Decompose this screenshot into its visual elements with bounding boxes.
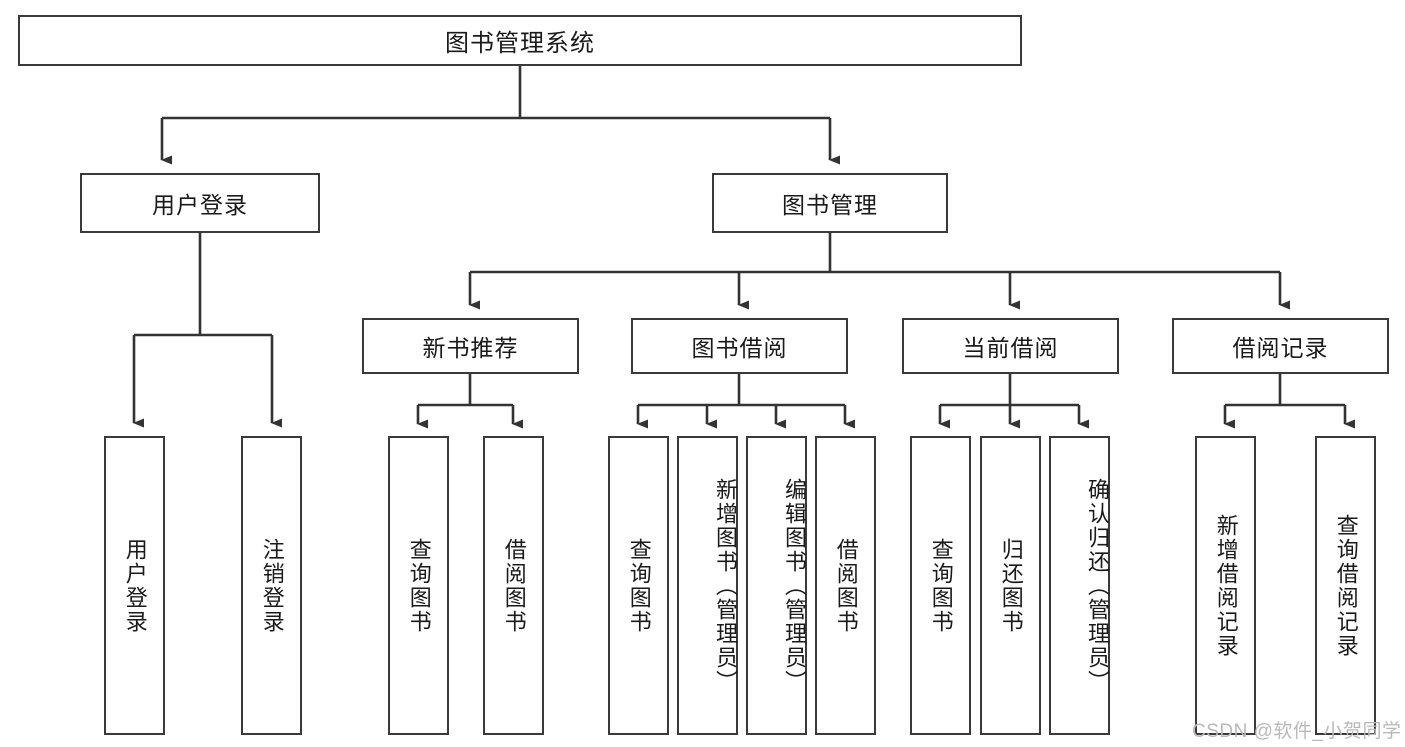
node-label: 借阅图书 <box>501 537 527 634</box>
leaf-record-query-record[interactable]: 查询借阅记录 <box>1315 436 1376 735</box>
node-label: 图书管理系统 <box>445 30 595 57</box>
node-label: 编辑图书（管理员） <box>782 477 807 694</box>
node-label: 查询借阅记录 <box>1333 513 1359 658</box>
node-user-login[interactable]: 用户登录 <box>80 173 320 233</box>
node-label: 借阅图书 <box>833 537 859 634</box>
leaf-borrow-query-book[interactable]: 查询图书 <box>608 436 669 735</box>
leaf-borrow-borrow-book[interactable]: 借阅图书 <box>815 436 876 735</box>
node-label: 查询图书 <box>928 537 954 634</box>
leaf-recommend-query-book[interactable]: 查询图书 <box>388 436 449 735</box>
node-label: 查询图书 <box>406 537 432 634</box>
node-label: 确认归还（管理员） <box>1085 477 1110 694</box>
leaf-user-logout[interactable]: 注销登录 <box>241 436 302 735</box>
node-label: 注销登录 <box>259 537 285 634</box>
leaf-current-query-book[interactable]: 查询图书 <box>910 436 971 735</box>
node-new-book-recommend[interactable]: 新书推荐 <box>362 318 579 374</box>
leaf-current-confirm-return[interactable]: 确认归还（管理员） <box>1049 436 1110 735</box>
node-root-system[interactable]: 图书管理系统 <box>18 15 1022 66</box>
leaf-borrow-add-book[interactable]: 新增图书（管理员） <box>677 436 738 735</box>
leaf-borrow-edit-book[interactable]: 编辑图书（管理员） <box>746 436 807 735</box>
node-label: 新书推荐 <box>422 335 519 361</box>
node-book-borrow[interactable]: 图书借阅 <box>631 318 848 374</box>
node-label: 查询图书 <box>626 537 652 634</box>
node-book-management[interactable]: 图书管理 <box>712 173 948 233</box>
node-label: 图书借阅 <box>691 335 788 361</box>
leaf-current-return-book[interactable]: 归还图书 <box>980 436 1041 735</box>
leaf-recommend-borrow-book[interactable]: 借阅图书 <box>483 436 544 735</box>
node-label: 当前借阅 <box>962 335 1059 361</box>
leaf-user-login[interactable]: 用户登录 <box>104 436 165 735</box>
node-label: 借阅记录 <box>1232 335 1329 361</box>
leaf-record-add-record[interactable]: 新增借阅记录 <box>1195 436 1256 735</box>
node-label: 图书管理 <box>782 192 878 218</box>
node-label: 新增借阅记录 <box>1213 513 1239 658</box>
node-label: 归还图书 <box>998 537 1024 634</box>
node-label: 新增图书（管理员） <box>713 477 738 694</box>
node-label: 用户登录 <box>152 192 248 218</box>
csdn-watermark: CSDN @软件_小贺同学 <box>1192 721 1402 742</box>
node-current-borrow[interactable]: 当前借阅 <box>902 318 1119 374</box>
node-borrow-record[interactable]: 借阅记录 <box>1172 318 1389 374</box>
node-label: 用户登录 <box>122 537 148 634</box>
